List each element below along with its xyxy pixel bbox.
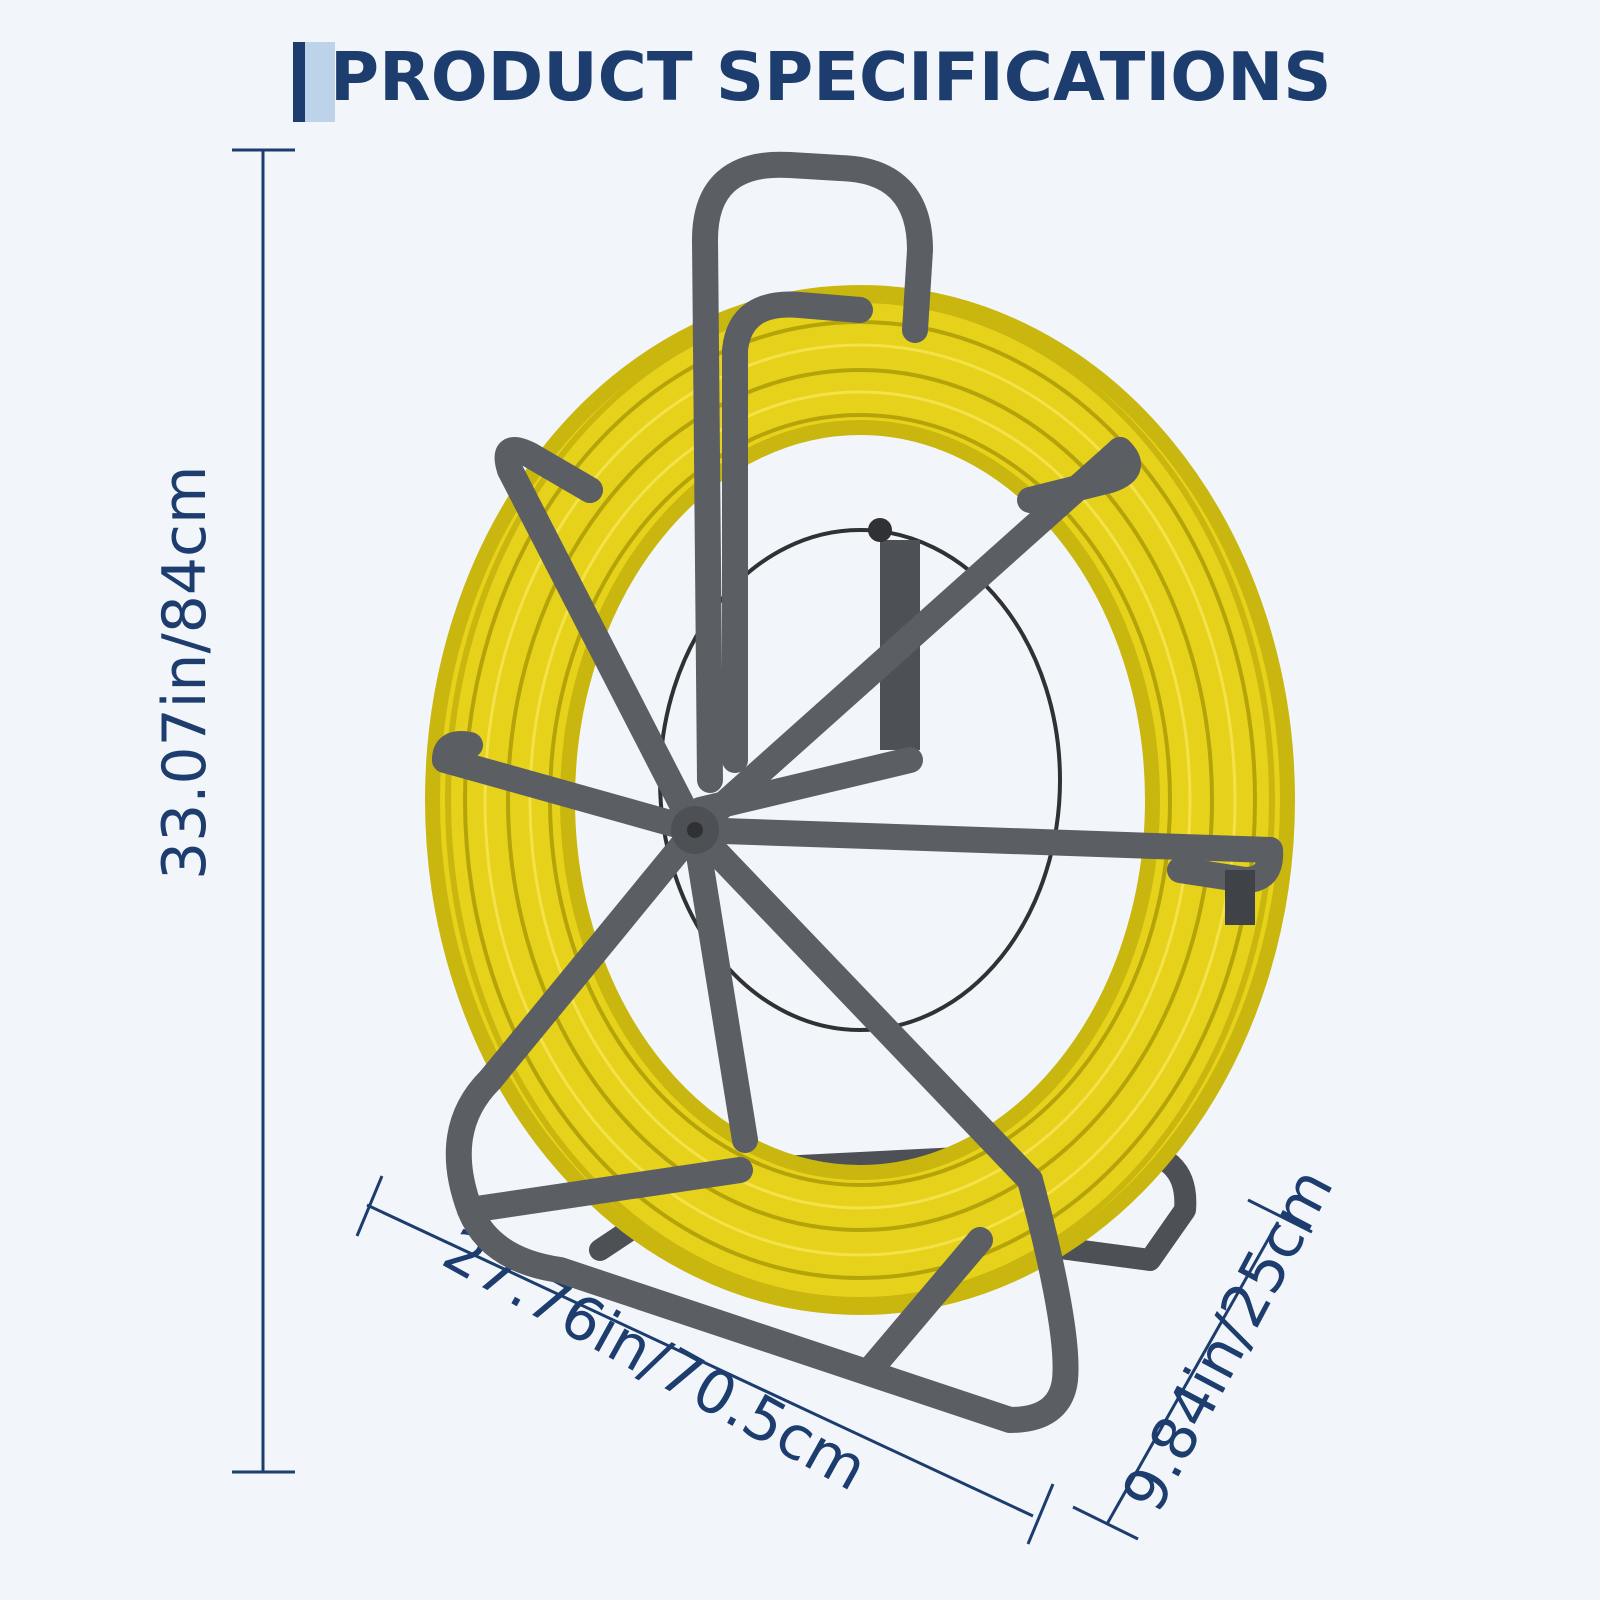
bracket-clip	[868, 518, 892, 542]
width-left-tick	[355, 1175, 384, 1237]
title-accent-bar-light	[305, 42, 335, 122]
coiled-rod	[425, 285, 1295, 1315]
depth-dimension-line	[1105, 1221, 1280, 1525]
title-accent-bar	[293, 42, 305, 122]
stand-frame	[432, 151, 1284, 1433]
page-title: PRODUCT SPECIFICATIONS	[330, 38, 1332, 116]
width-right-tick	[1026, 1483, 1055, 1545]
depth-top-tick	[1247, 1198, 1313, 1234]
side-clip	[1225, 870, 1255, 925]
hub-center	[687, 822, 703, 838]
depth-bottom-tick	[1072, 1505, 1139, 1541]
width-dimension-line	[366, 1203, 1034, 1518]
